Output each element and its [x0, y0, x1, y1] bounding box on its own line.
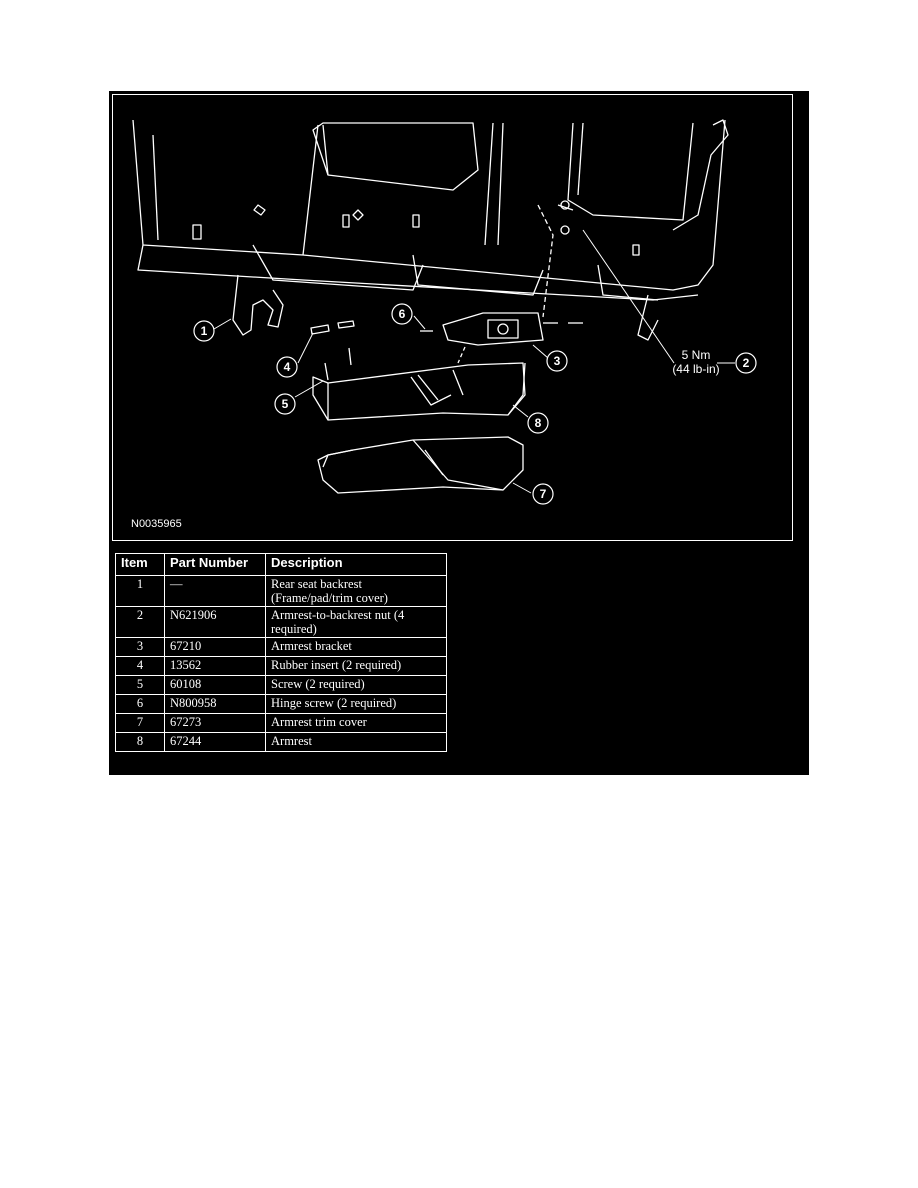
- callout-4-label: 4: [284, 360, 291, 374]
- header-part-number: Part Number: [164, 553, 266, 576]
- callout-8-circle: [527, 412, 549, 434]
- cell-desc: Hinge screw (2 required): [265, 694, 447, 714]
- callout-6-circle: [391, 303, 413, 325]
- cell-item: 4: [115, 656, 165, 676]
- cell-desc: Rear seat backrest (Frame/pad/trim cover…: [265, 575, 447, 607]
- table-row: 5 60108 Screw (2 required): [115, 675, 447, 695]
- callout-5-label: 5: [282, 397, 289, 411]
- callout-2-label: 2: [743, 356, 750, 370]
- cell-item: 5: [115, 675, 165, 695]
- figure-id-label: N0035965: [131, 518, 182, 530]
- torque-spec: 5 Nm (44 lb-in): [666, 348, 726, 376]
- cell-part: 60108: [164, 675, 266, 695]
- cell-part: 67244: [164, 732, 266, 752]
- callout-2-circle: [735, 352, 757, 374]
- table-row: 4 13562 Rubber insert (2 required): [115, 656, 447, 676]
- table-header-row: Item Part Number Description: [115, 553, 447, 576]
- cell-item: 6: [115, 694, 165, 714]
- callout-5-circle: [274, 393, 296, 415]
- cell-item: 8: [115, 732, 165, 752]
- cell-part: N800958: [164, 694, 266, 714]
- cell-part: —: [164, 575, 266, 607]
- cell-desc: Armrest bracket: [265, 637, 447, 657]
- cell-part: 67210: [164, 637, 266, 657]
- cell-part: 67273: [164, 713, 266, 733]
- armrest-exploded-diagram: 1 2 3 4 5 6 7 8: [132, 119, 757, 505]
- table-row: 6 N800958 Hinge screw (2 required): [115, 694, 447, 714]
- cell-item: 2: [115, 606, 165, 638]
- cell-desc: Armrest-to-backrest nut (4 required): [265, 606, 447, 638]
- table-row: 1 — Rear seat backrest (Frame/pad/trim c…: [115, 575, 447, 607]
- callout-7-circle: [532, 483, 554, 505]
- exploded-view-illustration: 1 2 3 4 5 6 7 8 5 Nm (44 lb-in) N0035965: [112, 94, 793, 541]
- cell-item: 1: [115, 575, 165, 607]
- figure-panel: 1 2 3 4 5 6 7 8 5 Nm (44 lb-in) N0035965…: [109, 91, 809, 775]
- table-row: 7 67273 Armrest trim cover: [115, 713, 447, 733]
- table-row: 8 67244 Armrest: [115, 732, 447, 752]
- callout-1-label: 1: [201, 324, 208, 338]
- callout-8-label: 8: [535, 416, 542, 430]
- callout-1-circle: [193, 320, 215, 342]
- callout-3-circle: [546, 350, 568, 372]
- table-row: 2 N621906 Armrest-to-backrest nut (4 req…: [115, 606, 447, 638]
- cell-part: N621906: [164, 606, 266, 638]
- callout-4-circle: [276, 356, 298, 378]
- cell-desc: Armrest trim cover: [265, 713, 447, 733]
- callout-6-label: 6: [399, 307, 406, 321]
- torque-alt: (44 lb-in): [672, 362, 720, 376]
- callout-7-label: 7: [540, 487, 547, 501]
- header-item: Item: [115, 553, 165, 576]
- cell-item: 3: [115, 637, 165, 657]
- torque-value: 5 Nm: [681, 348, 711, 362]
- cell-item: 7: [115, 713, 165, 733]
- cell-part: 13562: [164, 656, 266, 676]
- parts-table: Item Part Number Description 1 — Rear se…: [115, 553, 447, 752]
- callout-3-label: 3: [554, 354, 561, 368]
- cell-desc: Screw (2 required): [265, 675, 447, 695]
- cell-desc: Rubber insert (2 required): [265, 656, 447, 676]
- cell-desc: Armrest: [265, 732, 447, 752]
- header-description: Description: [265, 553, 447, 576]
- table-row: 3 67210 Armrest bracket: [115, 637, 447, 657]
